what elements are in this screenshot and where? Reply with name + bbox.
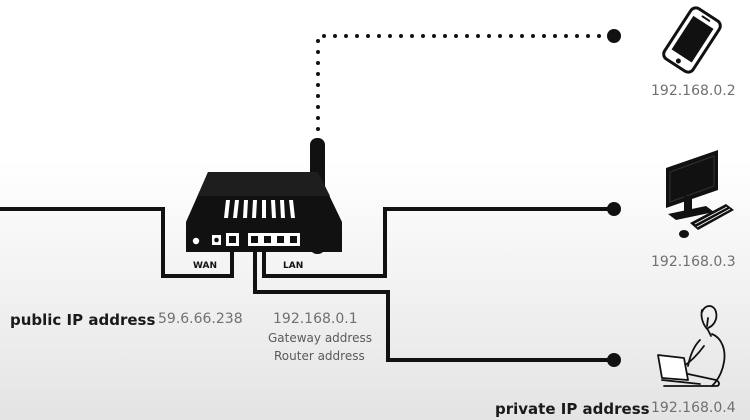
- wireless-end-phone: [607, 29, 621, 43]
- wan-cable: [0, 207, 234, 278]
- cable-end-desktop: [607, 202, 621, 216]
- router-icon: [186, 138, 342, 254]
- router-address-caption: Router address: [274, 349, 365, 363]
- router-vents: [224, 200, 295, 218]
- gateway-address-caption: Gateway address: [268, 331, 372, 345]
- desktop-computer-icon: [666, 150, 734, 238]
- lan-port-label: LAN: [283, 261, 304, 271]
- router-lan-ports: [248, 233, 300, 246]
- public-ip-label: public IP address: [10, 311, 156, 329]
- wireless-link: [316, 34, 614, 142]
- public-ip-value: 59.6.66.238: [158, 311, 243, 327]
- phone-ip: 192.168.0.2: [651, 83, 736, 99]
- phone-icon: [662, 6, 722, 74]
- lan-cable-desktop: [262, 207, 612, 278]
- desktop-ip: 192.168.0.3: [651, 254, 736, 270]
- gateway-ip-value: 192.168.0.1: [273, 311, 358, 327]
- laptop-ip: 192.168.0.4: [651, 400, 736, 416]
- cable-end-laptop: [607, 353, 621, 367]
- router-power-button: [192, 237, 200, 245]
- laptop-user-icon: [657, 305, 726, 387]
- private-ip-label: private IP address: [495, 400, 650, 418]
- wan-port-label: WAN: [193, 261, 218, 271]
- lan-cable-laptop: [253, 250, 612, 362]
